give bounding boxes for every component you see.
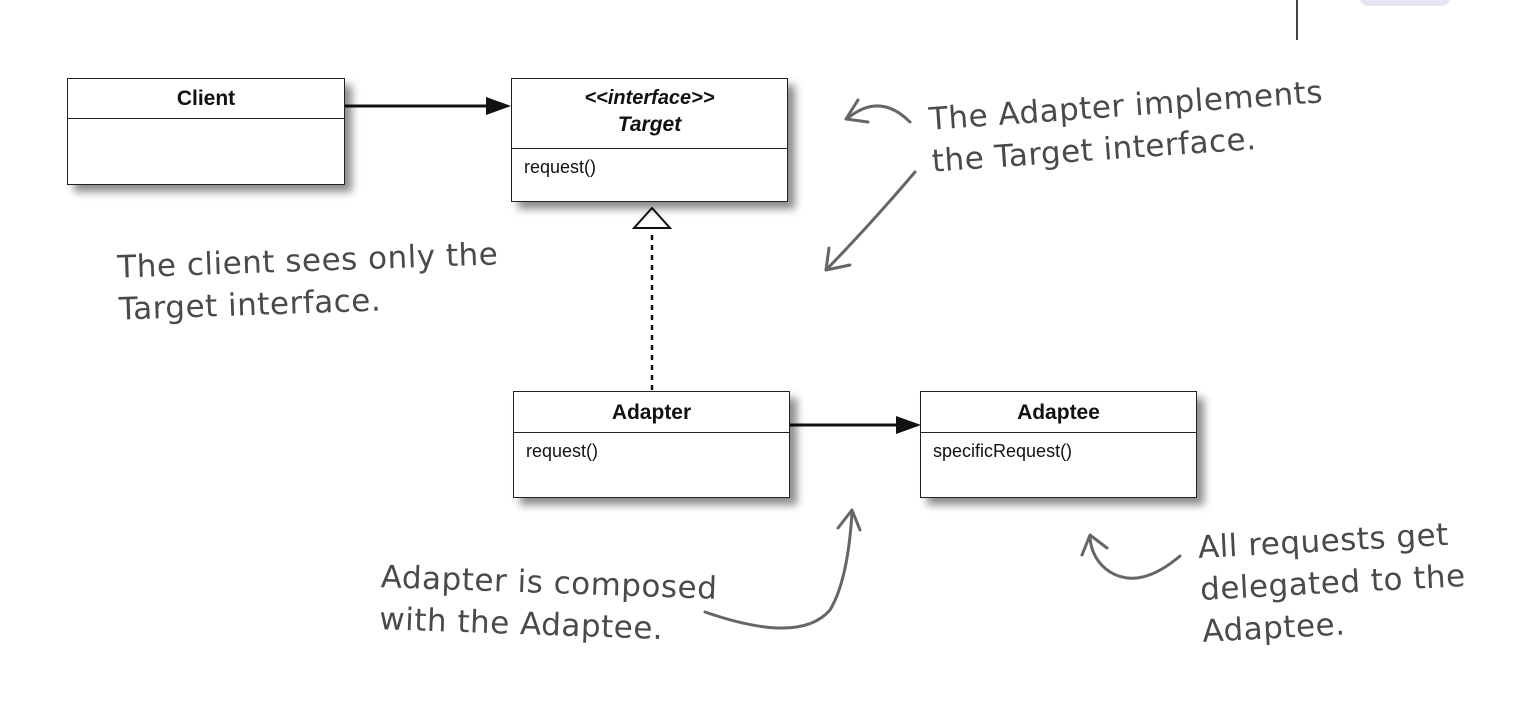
adapter-adaptee-arrowhead — [896, 416, 921, 434]
note-arrow-requests-delegated — [1088, 536, 1182, 580]
note-arrow-adapter-composed-head — [836, 508, 862, 532]
note-arrow-requests-delegated-head — [1080, 533, 1109, 557]
target-stereotype: <<interface>> — [584, 87, 715, 109]
adaptee-class-header: Adaptee — [921, 392, 1196, 433]
note-client-sees-target: The client sees only the Target interfac… — [117, 233, 501, 330]
note-arrow-adapter-implements-1-head — [844, 98, 870, 124]
client-class-box: Client — [67, 78, 345, 185]
client-class-header: Client — [68, 79, 344, 119]
note-adapter-composed: Adapter is composed with the Adaptee. — [379, 556, 718, 652]
page-edge-divider — [1296, 0, 1298, 40]
adaptee-method-specific-request: specificRequest() — [933, 441, 1073, 461]
client-class-name: Client — [176, 87, 236, 110]
target-methods: request() — [512, 149, 787, 178]
realization-hollow-triangle — [631, 206, 673, 229]
target-interface-header: <<interface>> Target — [512, 79, 787, 149]
target-interface-box: <<interface>> Target request() — [511, 78, 788, 202]
adaptee-class-box: Adaptee specificRequest() — [920, 391, 1197, 498]
adapter-class-header: Adapter — [514, 392, 789, 433]
target-interface-name: Target — [617, 113, 682, 136]
page-edge-decoration — [1360, 0, 1450, 6]
note-arrow-adapter-implements-2 — [824, 170, 917, 272]
adaptee-methods: specificRequest() — [921, 433, 1196, 462]
adapter-class-name: Adapter — [611, 401, 692, 424]
adaptee-class-name: Adaptee — [1017, 401, 1100, 424]
note-arrow-adapter-implements-1 — [846, 104, 912, 124]
client-target-arrowhead — [486, 97, 511, 115]
adapter-methods: request() — [514, 433, 789, 462]
target-method-request: request() — [524, 157, 597, 177]
note-arrow-adapter-composed — [703, 510, 854, 630]
note-arrow-adapter-implements-2-head — [824, 246, 852, 272]
note-requests-delegated: All requests get delegated to the Adapte… — [1197, 513, 1469, 653]
adapter-class-box: Adapter request() — [513, 391, 790, 498]
adapter-method-request: request() — [526, 441, 599, 461]
